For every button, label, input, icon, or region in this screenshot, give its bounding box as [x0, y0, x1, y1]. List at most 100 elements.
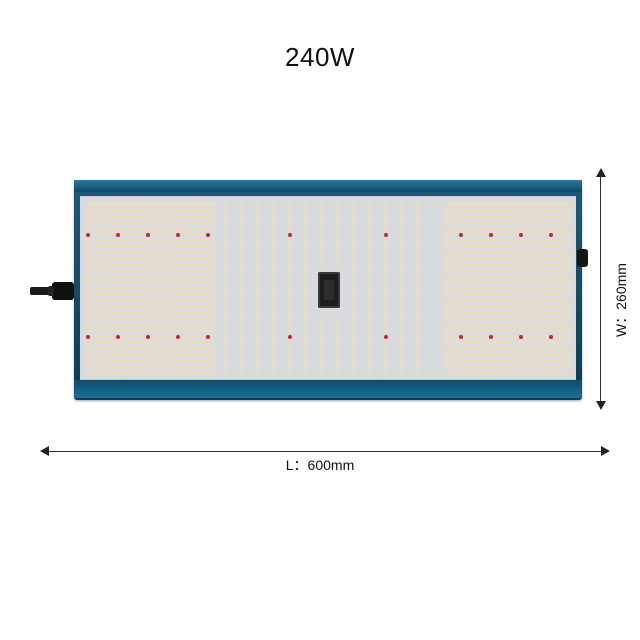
white-led	[272, 353, 275, 356]
white-led	[304, 275, 307, 278]
white-led	[181, 251, 184, 254]
white-led	[569, 293, 572, 296]
white-led	[224, 353, 227, 356]
white-led	[499, 353, 502, 356]
white-led	[171, 251, 174, 254]
white-led	[494, 371, 497, 374]
white-led	[494, 203, 497, 206]
white-led	[131, 269, 134, 272]
white-led	[106, 239, 109, 242]
white-led	[196, 311, 199, 314]
white-led	[156, 347, 159, 350]
white-led	[101, 251, 104, 254]
white-led	[151, 275, 154, 278]
white-led	[416, 245, 419, 248]
white-led	[176, 353, 179, 356]
white-led	[524, 269, 527, 272]
white-led	[121, 311, 124, 314]
white-led	[444, 245, 447, 248]
white-led	[564, 203, 567, 206]
white-led	[166, 239, 169, 242]
white-led	[106, 323, 109, 326]
white-led	[368, 287, 371, 290]
white-led	[489, 299, 492, 302]
white-led	[514, 287, 517, 290]
white-led	[86, 317, 89, 320]
white-led	[494, 275, 497, 278]
white-led	[539, 329, 542, 332]
white-led	[489, 329, 492, 332]
white-led	[400, 335, 403, 338]
white-led	[444, 371, 447, 374]
red-led	[288, 335, 292, 339]
white-led	[474, 257, 477, 260]
white-led	[529, 239, 532, 242]
white-led	[449, 227, 452, 230]
white-led	[176, 323, 179, 326]
white-led	[484, 233, 487, 236]
white-led	[240, 221, 243, 224]
white-led	[151, 335, 154, 338]
white-led	[86, 305, 89, 308]
white-led	[384, 239, 387, 242]
white-led	[151, 311, 154, 314]
white-led	[106, 227, 109, 230]
white-led	[151, 209, 154, 212]
white-led	[131, 263, 134, 266]
white-led	[151, 203, 154, 206]
white-led	[240, 203, 243, 206]
white-led	[400, 221, 403, 224]
white-led	[240, 275, 243, 278]
white-led	[106, 293, 109, 296]
white-led	[141, 347, 144, 350]
white-led	[459, 203, 462, 206]
white-led	[469, 275, 472, 278]
white-led	[181, 257, 184, 260]
white-led	[449, 311, 452, 314]
white-led	[469, 365, 472, 368]
white-led	[288, 275, 291, 278]
white-led	[186, 287, 189, 290]
white-led	[320, 203, 323, 206]
white-led	[91, 359, 94, 362]
white-led	[469, 281, 472, 284]
white-led	[171, 215, 174, 218]
white-led	[181, 305, 184, 308]
white-led	[474, 203, 477, 206]
white-led	[224, 233, 227, 236]
white-led	[534, 209, 537, 212]
white-led	[416, 203, 419, 206]
white-led	[288, 209, 291, 212]
white-led	[161, 299, 164, 302]
white-led	[86, 353, 89, 356]
white-led	[151, 317, 154, 320]
white-led	[444, 287, 447, 290]
white-led	[449, 293, 452, 296]
white-led	[191, 335, 194, 338]
white-led	[549, 269, 552, 272]
white-led	[151, 269, 154, 272]
white-led	[416, 275, 419, 278]
white-led	[469, 329, 472, 332]
white-led	[529, 209, 532, 212]
white-led	[459, 209, 462, 212]
white-led	[534, 227, 537, 230]
white-led	[514, 209, 517, 212]
white-led	[86, 245, 89, 248]
white-led	[206, 329, 209, 332]
white-led	[116, 209, 119, 212]
white-led	[499, 233, 502, 236]
white-led	[121, 215, 124, 218]
arrow-right-icon	[601, 446, 610, 456]
white-led	[166, 305, 169, 308]
white-led	[454, 215, 457, 218]
white-led	[539, 269, 542, 272]
white-led	[494, 257, 497, 260]
white-led	[211, 353, 214, 356]
white-led	[181, 341, 184, 344]
white-led	[171, 287, 174, 290]
white-led	[86, 257, 89, 260]
white-led	[529, 311, 532, 314]
white-led	[384, 287, 387, 290]
white-led	[151, 323, 154, 326]
